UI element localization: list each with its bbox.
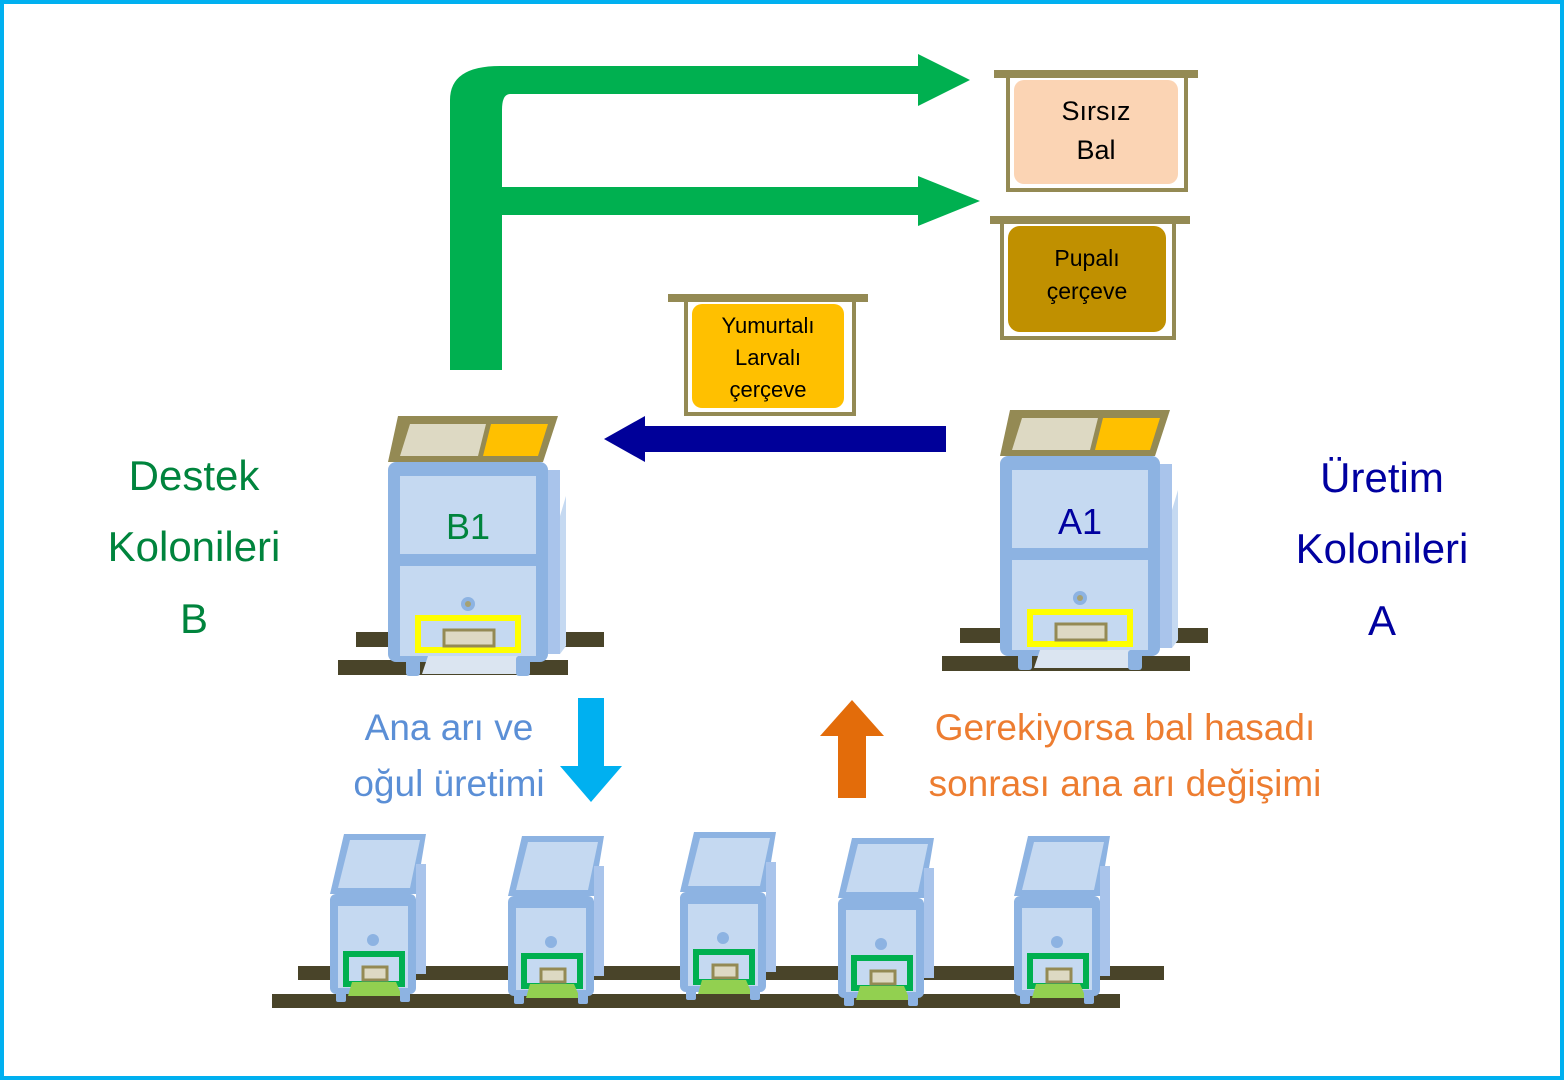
harvest-line-1: Gerekiyorsa bal hasadı (934, 707, 1316, 748)
down-arrow (560, 698, 622, 802)
support-line-3: B (179, 594, 208, 642)
harvest-label: Gerekiyorsa bal hasadı sonrası ana arı d… (890, 700, 1360, 811)
pupa-frame-label: Pupalı çerçeve (1008, 242, 1166, 309)
nucleus-hive (508, 836, 604, 1004)
honey-line-1: Sırsız (1061, 96, 1131, 126)
queen-line-1: Ana arı ve (364, 707, 534, 748)
support-line-1: Destek (128, 452, 260, 499)
egg-line-3: çerçeve (729, 376, 807, 402)
honey-line-2: Bal (1076, 135, 1116, 166)
hive-b1-label: B1 (445, 506, 491, 547)
egg-frame (668, 294, 868, 416)
up-arrow (820, 700, 884, 798)
pupa-frame (990, 216, 1190, 340)
production-line-3: A (1367, 596, 1396, 644)
queen-line-2: oğul üretimi (353, 762, 545, 804)
support-line-2: Kolonileri (107, 523, 281, 571)
egg-line-2: Larvalı (734, 344, 802, 370)
harvest-line-2: sonrası ana arı değişimi (928, 762, 1322, 804)
production-line-1: Üretim (1320, 454, 1444, 501)
hive-a1 (942, 410, 1208, 671)
egg-line-1: Yumurtalı (721, 313, 815, 338)
nucleus-hive (1014, 836, 1110, 1004)
queen-production-label: Ana arı ve oğul üretimi (318, 700, 580, 811)
nucleus-hive (838, 838, 934, 1006)
support-colonies-label: Destek Kolonileri B (74, 440, 314, 654)
honey-frame (994, 70, 1198, 192)
honey-frame-label: Sırsız Bal (1014, 92, 1178, 170)
egg-frame-label: Yumurtalı Larvalı çerçeve (692, 310, 844, 406)
pupa-line-1: Pupalı (1054, 245, 1120, 271)
production-colonies-label: Üretim Kolonileri A (1262, 442, 1502, 656)
navy-arrow (604, 416, 946, 462)
green-arrow (450, 54, 980, 370)
nucleus-hive (330, 834, 426, 1002)
production-line-2: Kolonileri (1295, 525, 1469, 573)
pupa-line-2: çerçeve (1046, 278, 1128, 305)
nucleus-hive (680, 832, 776, 1000)
hive-a1-label: A1 (1057, 501, 1103, 542)
hive-b1 (338, 416, 604, 676)
